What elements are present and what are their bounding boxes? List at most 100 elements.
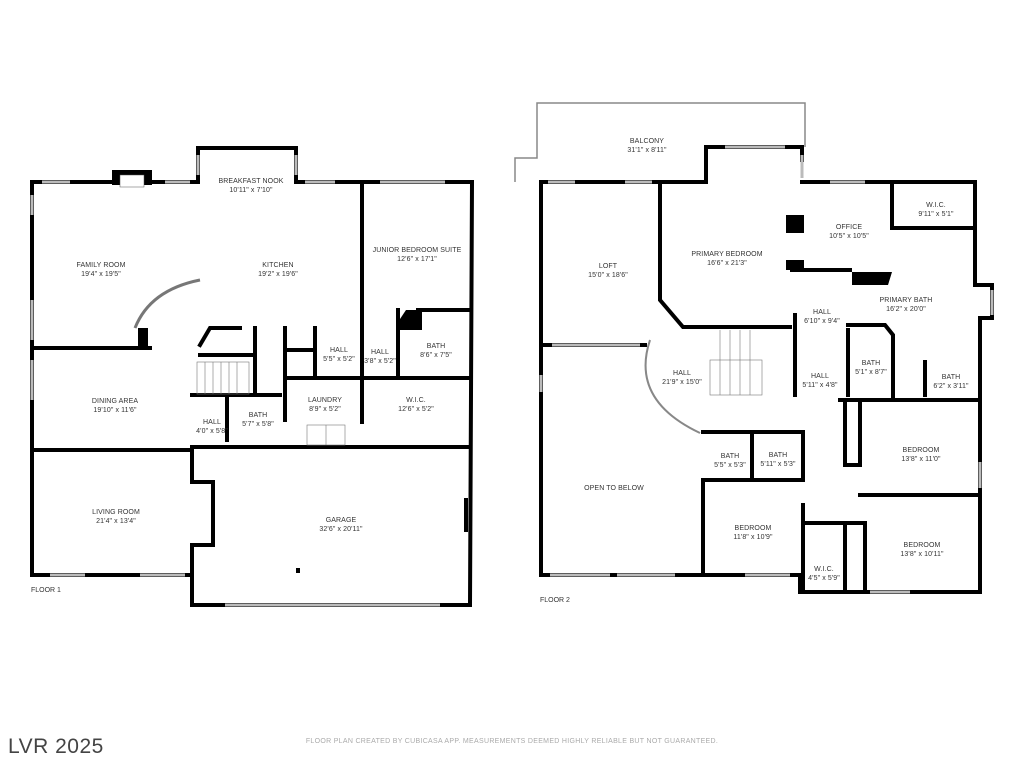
room-living-room: LIVING ROOM 21'4" x 13'4" <box>92 508 140 526</box>
room-dimensions: 5'11" x 5'3" <box>760 461 796 468</box>
room-name: LOFT <box>598 263 618 270</box>
room-dimensions: 31'1" x 8'11" <box>627 147 667 154</box>
room-dimensions: 15'0" x 18'6" <box>588 272 628 279</box>
room-name: BATH <box>720 453 740 460</box>
room-name: HALL <box>330 347 348 354</box>
room-name: W.I.C. <box>814 566 834 573</box>
room-laundry: LAUNDRY 8'9" x 5'2" <box>308 396 342 414</box>
room-name: W.I.C. <box>406 397 426 404</box>
room-name: HALL <box>673 370 691 377</box>
room-dimensions: 6'10" x 9'4" <box>804 318 840 325</box>
room-name: BATH <box>941 374 961 381</box>
room-dimensions: 32'6" x 20'11" <box>319 526 363 533</box>
room-name: BREAKFAST NOOK <box>218 178 284 185</box>
room-primary-bath: PRIMARY BATH 16'2" x 20'0" <box>880 296 933 314</box>
room-dimensions: 19'2" x 19'6" <box>258 271 298 278</box>
room-bedroom: BEDROOM 13'8" x 11'0" <box>901 446 940 464</box>
room-bath: BATH 5'7" x 5'8" <box>242 411 274 429</box>
room-dimensions: 4'0" x 5'8" <box>196 428 228 435</box>
room-dimensions: 13'8" x 10'11" <box>900 551 944 558</box>
room-dimensions: 5'7" x 5'8" <box>242 421 274 428</box>
floor2-windows <box>539 145 994 594</box>
room-wic: W.I.C. 9'11" x 5'1" <box>918 201 953 219</box>
room-name: HALL <box>813 309 831 316</box>
room-dimensions: 5'11" x 4'8" <box>802 382 838 389</box>
room-name: OFFICE <box>835 224 863 231</box>
stairs-icon <box>196 361 346 446</box>
room-dimensions: 5'5" x 5'2" <box>323 356 355 363</box>
room-name: HALL <box>811 373 829 380</box>
room-bedroom: BEDROOM 13'8" x 10'11" <box>900 541 943 559</box>
room-dimensions: 5'1" x 8'7" <box>855 369 887 376</box>
room-name: JUNIOR BEDROOM SUITE <box>372 247 462 254</box>
room-dimensions: 16'2" x 20'0" <box>886 306 926 313</box>
room-loft: LOFT 15'0" x 18'6" <box>588 262 628 280</box>
room-balcony: BALCONY 31'1" x 8'11" <box>627 137 666 155</box>
room-name: HALL <box>371 349 389 356</box>
watermark: LVR 2025 <box>8 735 104 758</box>
room-name: BATH <box>861 360 881 367</box>
room-dimensions: 21'9" x 15'0" <box>662 379 702 386</box>
room-hall: HALL 6'10" x 9'4" <box>804 308 840 326</box>
room-name: KITCHEN <box>262 262 294 269</box>
room-dimensions: 21'4" x 13'4" <box>96 518 136 525</box>
room-name: BALCONY <box>629 138 665 145</box>
floor1-walls <box>30 146 475 607</box>
room-dimensions: 12'6" x 5'2" <box>398 406 434 413</box>
stairs-icon <box>709 330 763 396</box>
room-bath: BATH 6'2" x 3'11" <box>933 373 968 391</box>
room-dimensions: 16'6" x 21'3" <box>707 260 747 267</box>
room-bath: BATH 5'1" x 8'7" <box>855 359 887 377</box>
room-name: LAUNDRY <box>307 397 343 404</box>
room-name: PRIMARY BATH <box>879 297 933 304</box>
room-dimensions: 4'5" x 5'9" <box>808 575 840 582</box>
room-open-to-below: OPEN TO BELOW <box>584 484 644 493</box>
room-name: DINING AREA <box>91 398 139 405</box>
room-name: FAMILY ROOM <box>76 262 126 269</box>
room-dimensions: 6'2" x 3'11" <box>933 383 969 390</box>
floor-2-label: FLOOR 2 <box>540 597 570 604</box>
floor1-fixtures <box>30 155 445 607</box>
room-hall: HALL 3'8" x 5'2" <box>364 348 396 366</box>
room-name: BATH <box>768 452 788 459</box>
room-hall: HALL 21'9" x 15'0" <box>662 369 702 387</box>
room-dimensions: 12'6" x 17'1" <box>397 256 437 263</box>
room-dimensions: 19'4" x 19'5" <box>81 271 121 278</box>
room-bath: BATH 5'11" x 5'3" <box>760 451 795 469</box>
room-hall: HALL 5'5" x 5'2" <box>323 346 355 364</box>
room-breakfast-nook: BREAKFAST NOOK 10'11" x 7'10" <box>218 177 283 195</box>
room-dimensions: 10'5" x 10'5" <box>829 233 869 240</box>
floor1-windows <box>30 155 445 607</box>
room-wic: W.I.C. 12'6" x 5'2" <box>398 396 434 414</box>
room-dimensions: 8'9" x 5'2" <box>309 406 341 413</box>
room-bath: BATH 5'5" x 5'3" <box>714 452 746 470</box>
room-name: GARAGE <box>325 517 357 524</box>
room-hall: HALL 4'0" x 5'8" <box>196 418 228 436</box>
room-dimensions: 9'11" x 5'1" <box>918 211 954 218</box>
room-dining-area: DINING AREA 19'10" x 11'6" <box>92 397 138 415</box>
room-name: BEDROOM <box>903 542 941 549</box>
floor2-fixtures <box>514 102 994 594</box>
room-garage: GARAGE 32'6" x 20'11" <box>319 516 362 534</box>
room-dimensions: 11'8" x 10'9" <box>733 534 773 541</box>
room-kitchen: KITCHEN 19'2" x 19'6" <box>258 261 298 279</box>
room-dimensions: 5'5" x 5'3" <box>714 462 746 469</box>
room-dimensions: 10'11" x 7'10" <box>229 187 273 194</box>
room-name: BEDROOM <box>902 447 940 454</box>
room-name: BATH <box>248 412 268 419</box>
room-name: OPEN TO BELOW <box>584 485 644 492</box>
floor-1-label: FLOOR 1 <box>31 587 61 594</box>
room-dimensions: 19'10" x 11'6" <box>93 407 137 414</box>
room-dimensions: 3'8" x 5'2" <box>364 358 396 365</box>
room-name: HALL <box>203 419 221 426</box>
room-office: OFFICE 10'5" x 10'5" <box>829 223 869 241</box>
room-name: LIVING ROOM <box>92 509 140 516</box>
disclaimer: FLOOR PLAN CREATED BY CUBICASA APP. MEAS… <box>305 738 719 745</box>
room-dimensions: 13'8" x 11'0" <box>901 456 941 463</box>
room-name: W.I.C. <box>926 202 946 209</box>
room-hall: HALL 5'11" x 4'8" <box>802 372 837 390</box>
